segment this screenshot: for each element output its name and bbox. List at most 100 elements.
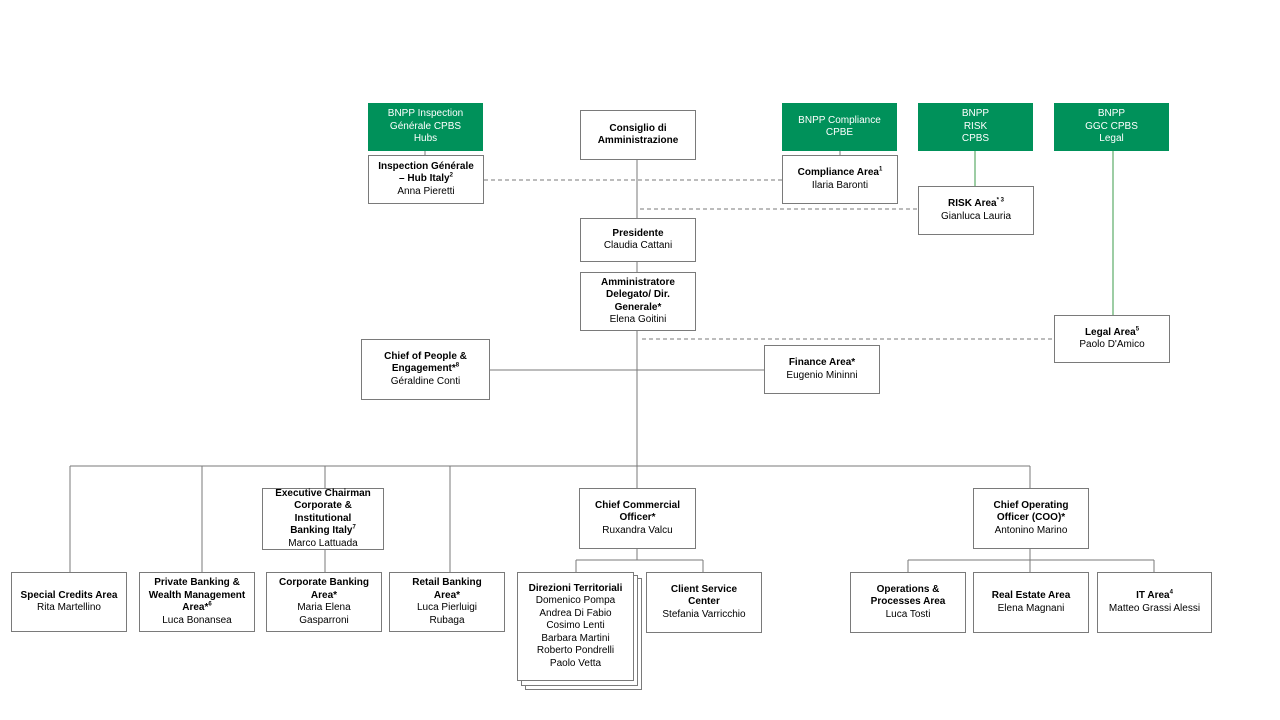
node-title-line: Delegato/ Dir. xyxy=(606,289,670,302)
node-title-line: Retail Banking xyxy=(412,577,481,590)
node-title-text: Area* xyxy=(433,589,461,601)
node-title-line: Center xyxy=(688,596,720,609)
node-title-line: Amministratore xyxy=(601,277,675,290)
node-title-line: RISK Area* 3 xyxy=(948,198,1004,211)
node-title-text: Engagement* xyxy=(391,363,456,375)
node-title-text: Banking Italy xyxy=(290,525,353,537)
node-title-text: Area* xyxy=(182,602,209,613)
person-name: Claudia Cattani xyxy=(603,240,673,251)
person-name: Roberto Pondrelli xyxy=(536,645,615,657)
person-name: Gasparroni xyxy=(299,614,349,626)
person-name: Stefania Varricchio xyxy=(662,608,746,620)
green-box-line: Legal xyxy=(1099,133,1124,145)
node-title-line: Chief of People & xyxy=(384,351,467,364)
person-name: Luca Pierluigi xyxy=(416,602,478,613)
node-title-text: Center xyxy=(688,596,720,608)
footnote-marker: 7 xyxy=(352,524,356,531)
person-name: Marco Lattuada xyxy=(288,537,358,549)
node-title-text: Operations & xyxy=(876,583,940,595)
node-title-text: Real Estate Area xyxy=(991,590,1071,601)
node-title-line: Officer* xyxy=(619,512,655,525)
node-title-line: Institutional xyxy=(295,513,352,526)
green-box-line: BNPP Compliance xyxy=(798,114,881,126)
person-name: Maria Elena xyxy=(297,602,351,613)
green-box-line: BNPP xyxy=(961,108,990,120)
person-name: Domenico Pompa xyxy=(535,595,616,607)
footnote-marker: 1 xyxy=(878,166,883,173)
node-title-line: Corporate Banking xyxy=(279,577,369,590)
person-name: Rita Martellino xyxy=(37,602,101,613)
footnote-marker: 2 xyxy=(449,172,453,179)
person-name: Luca Bonansea xyxy=(162,614,232,626)
green-box-line: CPBE xyxy=(825,127,854,138)
person-name: Elena Magnani xyxy=(997,602,1065,614)
node-title-line: Finance Area* xyxy=(789,357,855,370)
node-title-text: Corporate Banking xyxy=(278,577,369,588)
person-name: Anna Pieretti xyxy=(397,185,455,197)
node-title-line: Real Estate Area xyxy=(992,590,1071,603)
person-name: Eugenio Mininni xyxy=(786,369,858,381)
node-title-text: Processes Area xyxy=(870,596,946,608)
person-name: Cosimo Lenti xyxy=(546,620,605,632)
node-title-line: Area*6 xyxy=(182,602,211,615)
node-title-line: Banking Italy7 xyxy=(290,525,356,538)
person-name: Ilaria Baronti xyxy=(811,179,869,191)
footnote-marker: 8 xyxy=(455,362,460,369)
green-box-line: BNPP xyxy=(1097,108,1126,120)
person-name: Paolo D'Amico xyxy=(1079,339,1145,350)
person-name: Ruxandra Valcu xyxy=(602,524,673,536)
node-title-text: – Hub Italy xyxy=(399,173,450,185)
node-title-text: Consiglio di xyxy=(609,122,667,134)
node-title-line: Executive Chairman xyxy=(275,488,371,501)
node-title-text: Presidente xyxy=(612,227,664,239)
green-box-line: Hubs xyxy=(413,133,438,145)
person-name: Rubaga xyxy=(429,614,465,626)
node-title-line: Chief Commercial xyxy=(595,500,680,513)
node-title-text: Client Service xyxy=(670,583,738,595)
person-name: Antonino Marino xyxy=(994,524,1068,536)
node-title-line: Officer (COO)* xyxy=(997,512,1065,525)
node-title-line: Processes Area xyxy=(871,596,946,609)
node-title-line: Compliance Area1 xyxy=(798,167,883,180)
person-name: Elena Goitini xyxy=(609,314,667,325)
node-title-line: Consiglio di xyxy=(609,123,666,136)
node-finance-area: Finance Area*Eugenio Mininni xyxy=(764,345,880,394)
node-title-line: Chief Operating xyxy=(993,500,1068,513)
node-title-text: Retail Banking xyxy=(412,577,482,588)
node-title-text: Special Credits Area xyxy=(20,589,118,601)
node-title-line: Engagement*8 xyxy=(392,363,459,376)
node-title-text: Chief Commercial xyxy=(594,499,681,511)
node-title-text: Generale* xyxy=(614,301,662,313)
node-title-line: Operations & xyxy=(877,584,940,597)
node-title-text: Institutional xyxy=(294,512,352,524)
node-title-text: Compliance Area xyxy=(797,167,879,178)
node-title-line: Presidente xyxy=(612,228,663,241)
node-title-text: Corporate & xyxy=(294,500,352,512)
node-title-text: Chief of People & xyxy=(384,350,467,362)
person-name: Barbara Martini xyxy=(541,632,610,644)
node-title-text: Wealth Management xyxy=(148,589,246,601)
node-title-line: Legal Area5 xyxy=(1085,326,1139,340)
person-name: Paolo Vetta xyxy=(549,657,602,669)
node-title-text: Area* xyxy=(310,589,338,601)
